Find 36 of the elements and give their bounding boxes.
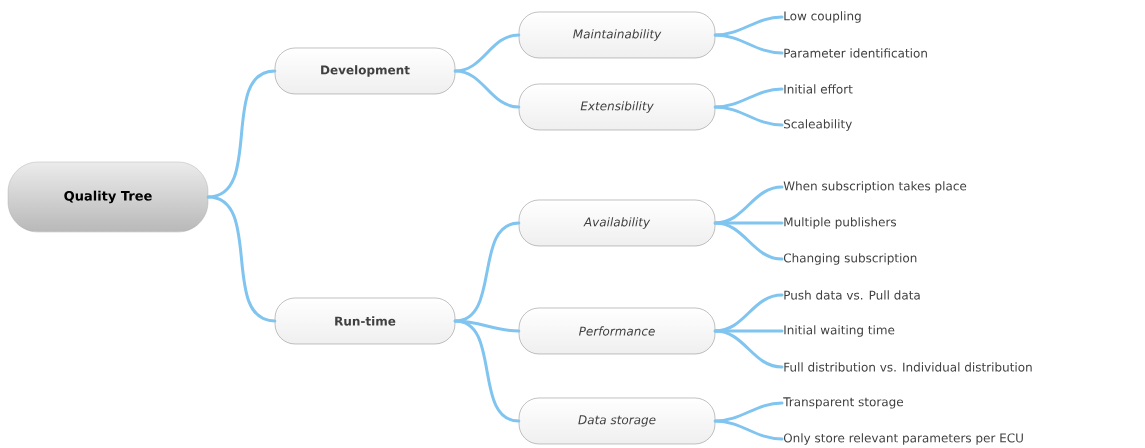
subtopic-box: Performance xyxy=(518,307,716,355)
branch-line xyxy=(453,221,521,323)
branch-line xyxy=(453,319,521,423)
leaf-text: Initial waiting time xyxy=(784,325,895,337)
branch-line xyxy=(453,33,521,73)
leaf-text: Scaleability xyxy=(784,119,852,131)
subtopic-box: Availability xyxy=(518,199,716,247)
branch-line xyxy=(713,329,784,333)
topic-box: Run-time xyxy=(274,297,456,345)
root-box: Quality Tree xyxy=(7,161,209,233)
leaf-text: Changing subscription xyxy=(783,253,917,265)
leaf-text: Transparent storage xyxy=(783,397,903,409)
leaf-text: When subscription takes place xyxy=(783,181,967,193)
branch-line xyxy=(713,221,784,225)
leaf-text: Low coupling xyxy=(784,11,861,23)
leaf-text: Full distribution vs. Individual distribution xyxy=(784,362,1032,372)
branch-line xyxy=(713,401,784,423)
branch-line xyxy=(713,15,784,37)
branch-line xyxy=(453,69,521,109)
leaf-text: Initial effort xyxy=(784,84,853,94)
leaf-text: Parameter identification xyxy=(784,48,927,58)
branch-line xyxy=(206,69,277,199)
leaf-text: Multiple publishers xyxy=(784,217,897,229)
subtopic-box: Data storage xyxy=(518,397,716,445)
branch-line xyxy=(713,33,784,55)
branch-line xyxy=(713,221,784,261)
topic-box: Development xyxy=(274,47,456,95)
branch-line xyxy=(713,105,784,127)
leaf-text: Push data vs. Pull data xyxy=(784,290,920,300)
leaf-text: Only store relevant parameters per ECU xyxy=(783,433,1023,445)
subtopic-box: Maintainability xyxy=(518,11,716,59)
branch-line xyxy=(713,329,784,369)
subtopic-box: Extensibility xyxy=(518,83,716,131)
branch-line xyxy=(713,87,784,109)
branch-line xyxy=(713,419,784,441)
branch-line xyxy=(206,195,277,323)
